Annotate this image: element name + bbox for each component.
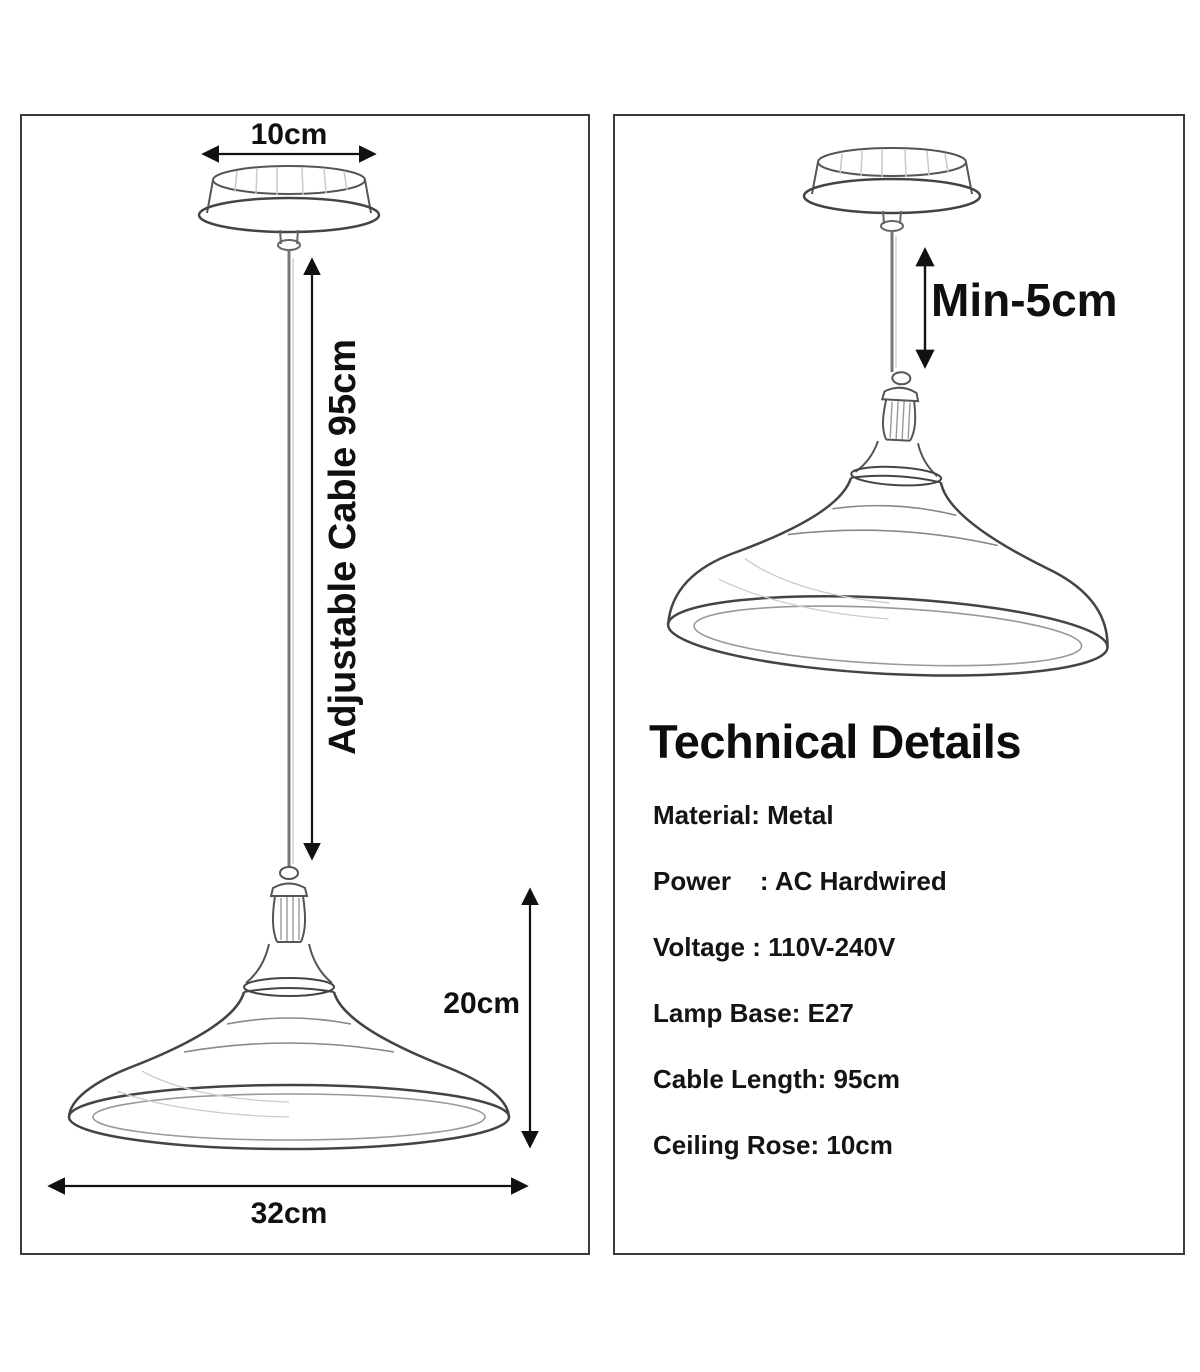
spec-power: Power : AC Hardwired — [653, 866, 947, 896]
spec-ceiling-rose: Ceiling Rose: 10cm — [653, 1130, 893, 1160]
lamp-holder — [850, 371, 943, 487]
dim-label-cable-length: Adjustable Cable 95cm — [322, 338, 364, 756]
lamp-shade — [666, 474, 1109, 677]
spec-list: Material: Metal Power : AC Hardwired Vol… — [653, 802, 1153, 1198]
technical-details-title: Technical Details — [649, 715, 1022, 768]
spec-voltage: Voltage : 110V-240V — [653, 932, 896, 962]
dim-label-shade-height: 20cm — [443, 987, 520, 1020]
ceiling-rose — [197, 165, 381, 251]
spec-material: Material: Metal — [653, 800, 834, 830]
spec-cable-length: Cable Length: 95cm — [653, 1064, 901, 1094]
pendant-cable — [287, 250, 294, 868]
lamp-body — [666, 371, 1109, 677]
dim-label-ceiling-rose-width: 10cm — [250, 118, 328, 151]
right-panel: Min-5cm Technical Details Material: Meta… — [613, 114, 1185, 1255]
ceiling-rose — [802, 147, 982, 232]
lamp-shade — [67, 987, 511, 1151]
dimension-arrows — [47, 145, 539, 1195]
spec-lamp-base: Lamp Base: E27 — [653, 998, 854, 1028]
pendant-lamp-drawing-right — [666, 147, 1109, 677]
dim-label-shade-width: 32cm — [250, 1197, 328, 1230]
pendant-lamp-drawing-left — [47, 145, 539, 1195]
lamp-holder — [243, 866, 335, 997]
pendant-cable — [890, 231, 897, 372]
dim-label-min-drop: Min-5cm — [931, 274, 1118, 326]
left-panel: 10cm Adjustable Cable 95cm 20cm 32cm — [20, 114, 590, 1255]
